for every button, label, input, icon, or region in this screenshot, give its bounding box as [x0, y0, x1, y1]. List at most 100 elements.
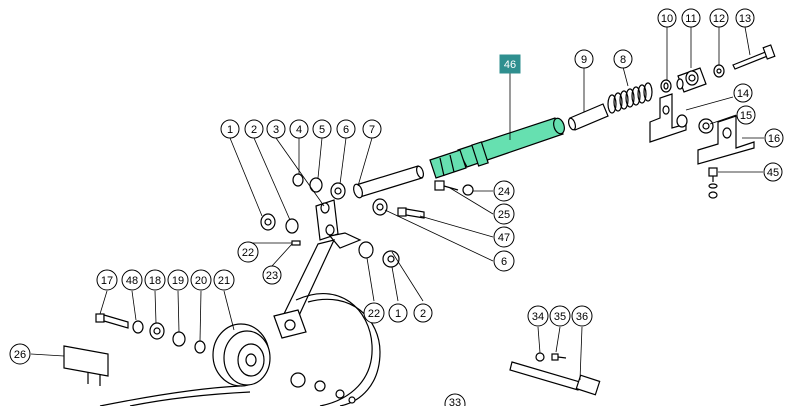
- bushing-part-2[interactable]: [285, 218, 299, 234]
- washer-part-48[interactable]: [132, 320, 144, 334]
- lever-part-3[interactable]: [315, 199, 362, 249]
- bushing-part-6[interactable]: [330, 182, 346, 200]
- callout-45[interactable]: 45: [763, 162, 783, 182]
- svg-text:3: 3: [273, 124, 279, 136]
- svg-text:16: 16: [768, 133, 780, 145]
- ring-part-19[interactable]: [172, 331, 186, 347]
- bolt-part-25[interactable]: [434, 180, 459, 191]
- callout-15[interactable]: 15: [736, 105, 756, 125]
- bolt-part-47[interactable]: [397, 207, 425, 219]
- callout-7[interactable]: 7: [362, 119, 382, 139]
- callout-12[interactable]: 12: [709, 8, 729, 28]
- rod-part-36[interactable]: [509, 361, 601, 396]
- set-screw-part-23[interactable]: [291, 240, 301, 246]
- svg-text:24: 24: [498, 186, 510, 198]
- callout-19[interactable]: 19: [167, 269, 189, 291]
- callout-48[interactable]: 48: [121, 269, 143, 291]
- sleeve-part-9[interactable]: [567, 103, 609, 131]
- callout-24[interactable]: 24: [493, 180, 515, 202]
- callout-2a[interactable]: 2: [244, 119, 264, 139]
- svg-text:2: 2: [420, 308, 426, 320]
- svg-text:46: 46: [504, 59, 516, 71]
- svg-text:9: 9: [581, 54, 587, 66]
- callout-1a[interactable]: 1: [220, 119, 240, 139]
- callout-17[interactable]: 17: [96, 269, 118, 291]
- bushing-part-5[interactable]: [309, 177, 323, 193]
- pulley-part-21[interactable]: [212, 323, 271, 387]
- callout-47[interactable]: 47: [493, 226, 515, 248]
- callout-10[interactable]: 10: [657, 8, 677, 28]
- callout-23[interactable]: 23: [262, 265, 282, 285]
- callout-22a[interactable]: 22: [237, 241, 259, 263]
- spring-part-8[interactable]: [607, 82, 653, 114]
- callout-26[interactable]: 26: [9, 343, 31, 365]
- svg-text:14: 14: [737, 88, 749, 100]
- callout-22b[interactable]: 22: [363, 302, 385, 324]
- bearing-part-18[interactable]: [149, 322, 165, 340]
- callout-18[interactable]: 18: [144, 269, 166, 291]
- callout-3[interactable]: 3: [266, 119, 286, 139]
- callout-13[interactable]: 13: [735, 8, 755, 28]
- bushing-part-4[interactable]: [292, 173, 304, 187]
- bushing-part-1[interactable]: [260, 213, 276, 231]
- nut-part-24[interactable]: [462, 184, 474, 196]
- shaft-part-46[interactable]: [429, 117, 566, 179]
- callout-1b[interactable]: 1: [388, 303, 408, 323]
- svg-text:15: 15: [740, 110, 752, 122]
- svg-text:34: 34: [532, 311, 544, 323]
- callout-25[interactable]: 25: [493, 203, 515, 225]
- bracket-part-16[interactable]: [697, 115, 755, 165]
- coupling-part-11[interactable]: [676, 67, 707, 93]
- nut-part-34[interactable]: [535, 352, 545, 362]
- bolt-part-35[interactable]: [551, 353, 567, 361]
- svg-text:33: 33: [449, 397, 461, 406]
- svg-text:5: 5: [319, 124, 325, 136]
- drive-belts: [99, 293, 381, 406]
- svg-text:47: 47: [498, 232, 510, 244]
- svg-text:6: 6: [501, 256, 507, 268]
- bushing-part-1b[interactable]: [382, 250, 400, 268]
- callout-2b[interactable]: 2: [413, 303, 433, 323]
- bolt-part-17[interactable]: [95, 313, 129, 329]
- callout-14[interactable]: 14: [733, 83, 753, 103]
- plate-part-26[interactable]: [63, 345, 109, 386]
- bolt-part-13[interactable]: [732, 44, 776, 70]
- callout-11[interactable]: 11: [681, 8, 701, 28]
- svg-text:25: 25: [498, 209, 510, 221]
- callout-6b[interactable]: 6: [493, 250, 515, 272]
- svg-text:36: 36: [576, 311, 588, 323]
- bottom-hardware[interactable]: [290, 372, 356, 404]
- callout-34[interactable]: 34: [527, 305, 549, 327]
- callout-46[interactable]: 46: [499, 54, 521, 74]
- svg-text:17: 17: [101, 275, 113, 287]
- callout-33[interactable]: 33: [444, 393, 466, 406]
- callout-16[interactable]: 16: [764, 128, 784, 148]
- bushing-part-15[interactable]: [676, 114, 714, 134]
- svg-text:2: 2: [251, 124, 257, 136]
- bolt-part-45[interactable]: [708, 167, 718, 199]
- svg-text:13: 13: [739, 13, 751, 25]
- nut-part-12[interactable]: [713, 64, 725, 78]
- callout-21[interactable]: 21: [213, 269, 235, 291]
- svg-text:1: 1: [227, 124, 233, 136]
- washer-part-10[interactable]: [660, 79, 672, 93]
- bracket-part-14[interactable]: [649, 93, 687, 143]
- callout-36[interactable]: 36: [571, 305, 593, 327]
- pin-shaft-part-7[interactable]: [352, 165, 425, 199]
- tensioner-arm[interactable]: [273, 239, 336, 339]
- svg-text:18: 18: [149, 275, 161, 287]
- svg-text:45: 45: [767, 167, 779, 179]
- callout-4[interactable]: 4: [289, 119, 309, 139]
- bushing-part-22b[interactable]: [358, 241, 374, 259]
- callout-8[interactable]: 8: [613, 49, 633, 69]
- svg-text:20: 20: [195, 275, 207, 287]
- callout-6a[interactable]: 6: [336, 119, 356, 139]
- svg-text:23: 23: [266, 270, 278, 282]
- callout-35[interactable]: 35: [549, 305, 571, 327]
- washer-part-20[interactable]: [194, 340, 206, 354]
- bushing-part-6b[interactable]: [372, 198, 388, 216]
- callout-20[interactable]: 20: [190, 269, 212, 291]
- callout-9[interactable]: 9: [574, 49, 594, 69]
- callout-5[interactable]: 5: [312, 119, 332, 139]
- svg-text:35: 35: [554, 311, 566, 323]
